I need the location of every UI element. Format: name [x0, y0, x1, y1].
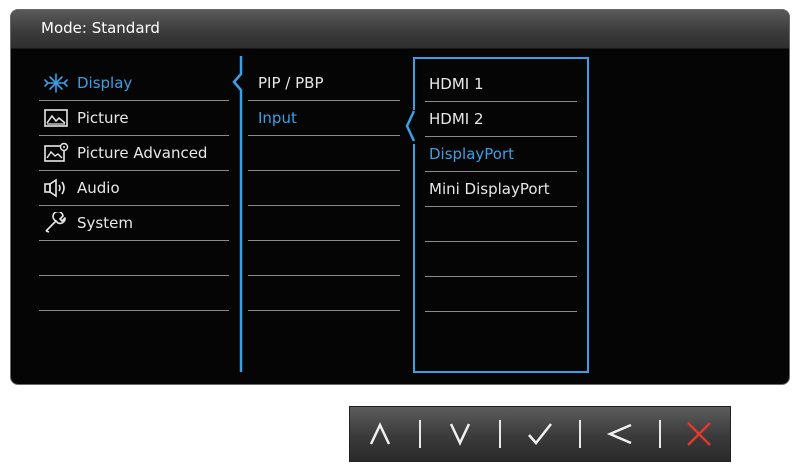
submenu-item-empty	[248, 171, 400, 206]
system-icon	[45, 212, 66, 233]
input-option-label: HDMI 2	[429, 110, 484, 128]
input-option-empty	[425, 277, 577, 312]
audio-icon	[44, 178, 65, 198]
submenu-item-label: PIP / PBP	[258, 74, 324, 92]
menu-item-empty	[39, 241, 229, 276]
osd-menu: Mode: Standard Display P	[10, 9, 790, 385]
down-button[interactable]	[438, 414, 482, 454]
submenu-item-empty	[248, 276, 400, 311]
input-options-list: HDMI 1 HDMI 2 DisplayPort Mini DisplayPo…	[425, 67, 577, 312]
back-button[interactable]	[598, 414, 642, 454]
up-icon	[370, 422, 391, 445]
input-options-panel: HDMI 1 HDMI 2 DisplayPort Mini DisplayPo…	[413, 57, 589, 373]
osd-title-bar: Mode: Standard	[11, 10, 789, 49]
input-option-empty	[425, 242, 577, 277]
menu-item-picture[interactable]: Picture	[39, 101, 229, 136]
picture-icon	[44, 109, 68, 127]
submenu-item-input[interactable]: Input	[248, 101, 400, 136]
mode-title: Mode: Standard	[41, 19, 160, 37]
check-icon	[527, 423, 552, 445]
input-option-label: Mini DisplayPort	[429, 180, 550, 198]
menu-item-label: Display	[77, 74, 133, 92]
panel-notch	[405, 110, 417, 144]
menu-item-display[interactable]: Display	[39, 66, 229, 101]
input-option-label: DisplayPort	[429, 145, 515, 163]
menu-item-picture-advanced[interactable]: Picture Advanced	[39, 136, 229, 171]
input-option-empty	[425, 207, 577, 242]
display-icon	[44, 73, 68, 93]
control-separator	[419, 420, 422, 448]
sub-menu: PIP / PBP Input	[248, 66, 400, 311]
submenu-item-empty	[248, 206, 400, 241]
control-key-bar	[349, 406, 731, 462]
menu-item-label: System	[77, 214, 133, 232]
submenu-item-empty	[248, 136, 400, 171]
control-separator	[578, 420, 581, 448]
submenu-item-empty	[248, 241, 400, 276]
picture-advanced-icon	[44, 142, 69, 162]
submenu-item-pip-pbp[interactable]: PIP / PBP	[248, 66, 400, 101]
control-separator	[658, 420, 661, 448]
down-icon	[450, 423, 471, 446]
menu-item-label: Picture Advanced	[77, 144, 208, 162]
up-button[interactable]	[358, 414, 402, 454]
menu-item-label: Audio	[77, 179, 120, 197]
menu-item-system[interactable]: System	[39, 206, 229, 241]
close-icon	[687, 422, 712, 446]
menu-divider	[232, 56, 243, 372]
menu-item-label: Picture	[77, 109, 129, 127]
input-option-hdmi-1[interactable]: HDMI 1	[425, 67, 577, 102]
input-option-displayport[interactable]: DisplayPort	[425, 137, 577, 172]
control-separator	[499, 420, 502, 448]
menu-item-audio[interactable]: Audio	[39, 171, 229, 206]
menu-item-empty	[39, 276, 229, 311]
input-option-label: HDMI 1	[429, 75, 484, 93]
confirm-button[interactable]	[518, 414, 562, 454]
back-icon	[606, 423, 632, 445]
submenu-item-label: Input	[258, 109, 297, 127]
input-option-hdmi-2[interactable]: HDMI 2	[425, 102, 577, 137]
input-option-mini-displayport[interactable]: Mini DisplayPort	[425, 172, 577, 207]
exit-button[interactable]	[677, 414, 721, 454]
main-menu: Display Picture Picture Advanced	[39, 66, 229, 311]
